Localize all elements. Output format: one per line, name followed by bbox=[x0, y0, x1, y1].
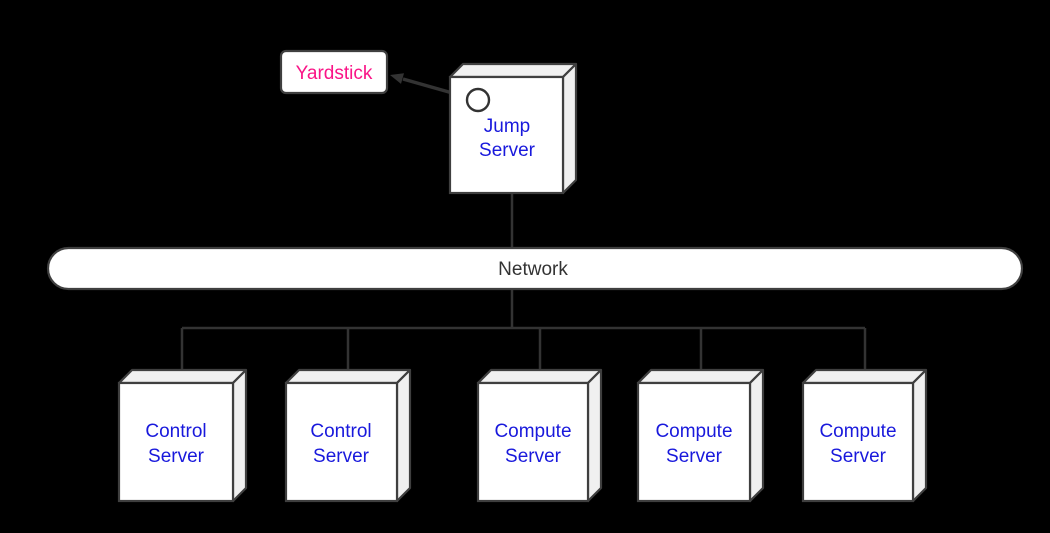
compute-server-1-front-face bbox=[476, 381, 590, 503]
compute-server-3-label-line1: Compute bbox=[819, 421, 896, 442]
jump-server-top-face bbox=[448, 62, 578, 79]
compute-server-1-node: Compute Server bbox=[476, 368, 603, 503]
control-server-1-label-line1: Control bbox=[145, 421, 206, 442]
control-server-2-label-line1: Control bbox=[310, 421, 371, 442]
compute-server-1-side-face bbox=[586, 368, 603, 503]
yardstick-label: Yardstick bbox=[296, 63, 373, 84]
compute-server-3-label-line2: Server bbox=[830, 446, 887, 467]
compute-server-2-side-face bbox=[748, 368, 765, 503]
edge-network-bus bbox=[180, 289, 867, 372]
network-bar bbox=[46, 246, 1024, 291]
compute-server-3-node: Compute Server bbox=[801, 368, 928, 503]
compute-server-3-front-face bbox=[801, 381, 915, 503]
jump-server-label-line1: Jump bbox=[484, 116, 530, 137]
compute-server-2-front-face bbox=[636, 381, 752, 503]
control-server-2-top-face bbox=[284, 368, 412, 385]
compute-server-1-label-line2: Server bbox=[505, 446, 562, 467]
jump-server-side-face bbox=[561, 62, 578, 195]
control-server-1-side-face bbox=[231, 368, 248, 503]
compute-server-2-node: Compute Server bbox=[636, 368, 765, 503]
control-server-1-node: Control Server bbox=[117, 368, 248, 503]
network-node: Network bbox=[46, 246, 1024, 291]
control-server-2-label-line2: Server bbox=[313, 446, 370, 467]
compute-server-2-label-line2: Server bbox=[666, 446, 723, 467]
jump-server-node: Jump Server bbox=[448, 62, 578, 195]
control-server-1-top-face bbox=[117, 368, 248, 385]
edge-port-circle bbox=[465, 87, 491, 113]
arrowhead bbox=[390, 73, 404, 84]
control-server-2-front-face bbox=[284, 381, 399, 503]
compute-server-1-top-face bbox=[476, 368, 603, 385]
control-server-1-front-face bbox=[117, 381, 235, 503]
yardstick-box bbox=[279, 49, 389, 95]
control-server-2-side-face bbox=[395, 368, 412, 503]
compute-server-2-top-face bbox=[636, 368, 765, 385]
jump-server-label-line2: Server bbox=[479, 140, 536, 161]
compute-server-3-side-face bbox=[911, 368, 928, 503]
compute-server-3-top-face bbox=[801, 368, 928, 385]
network-label: Network bbox=[498, 259, 568, 280]
control-server-2-node: Control Server bbox=[284, 368, 412, 503]
yardstick-node: Yardstick bbox=[279, 49, 389, 95]
control-server-1-label-line2: Server bbox=[148, 446, 205, 467]
compute-server-1-label-line1: Compute bbox=[494, 421, 571, 442]
compute-server-2-label-line1: Compute bbox=[655, 421, 732, 442]
